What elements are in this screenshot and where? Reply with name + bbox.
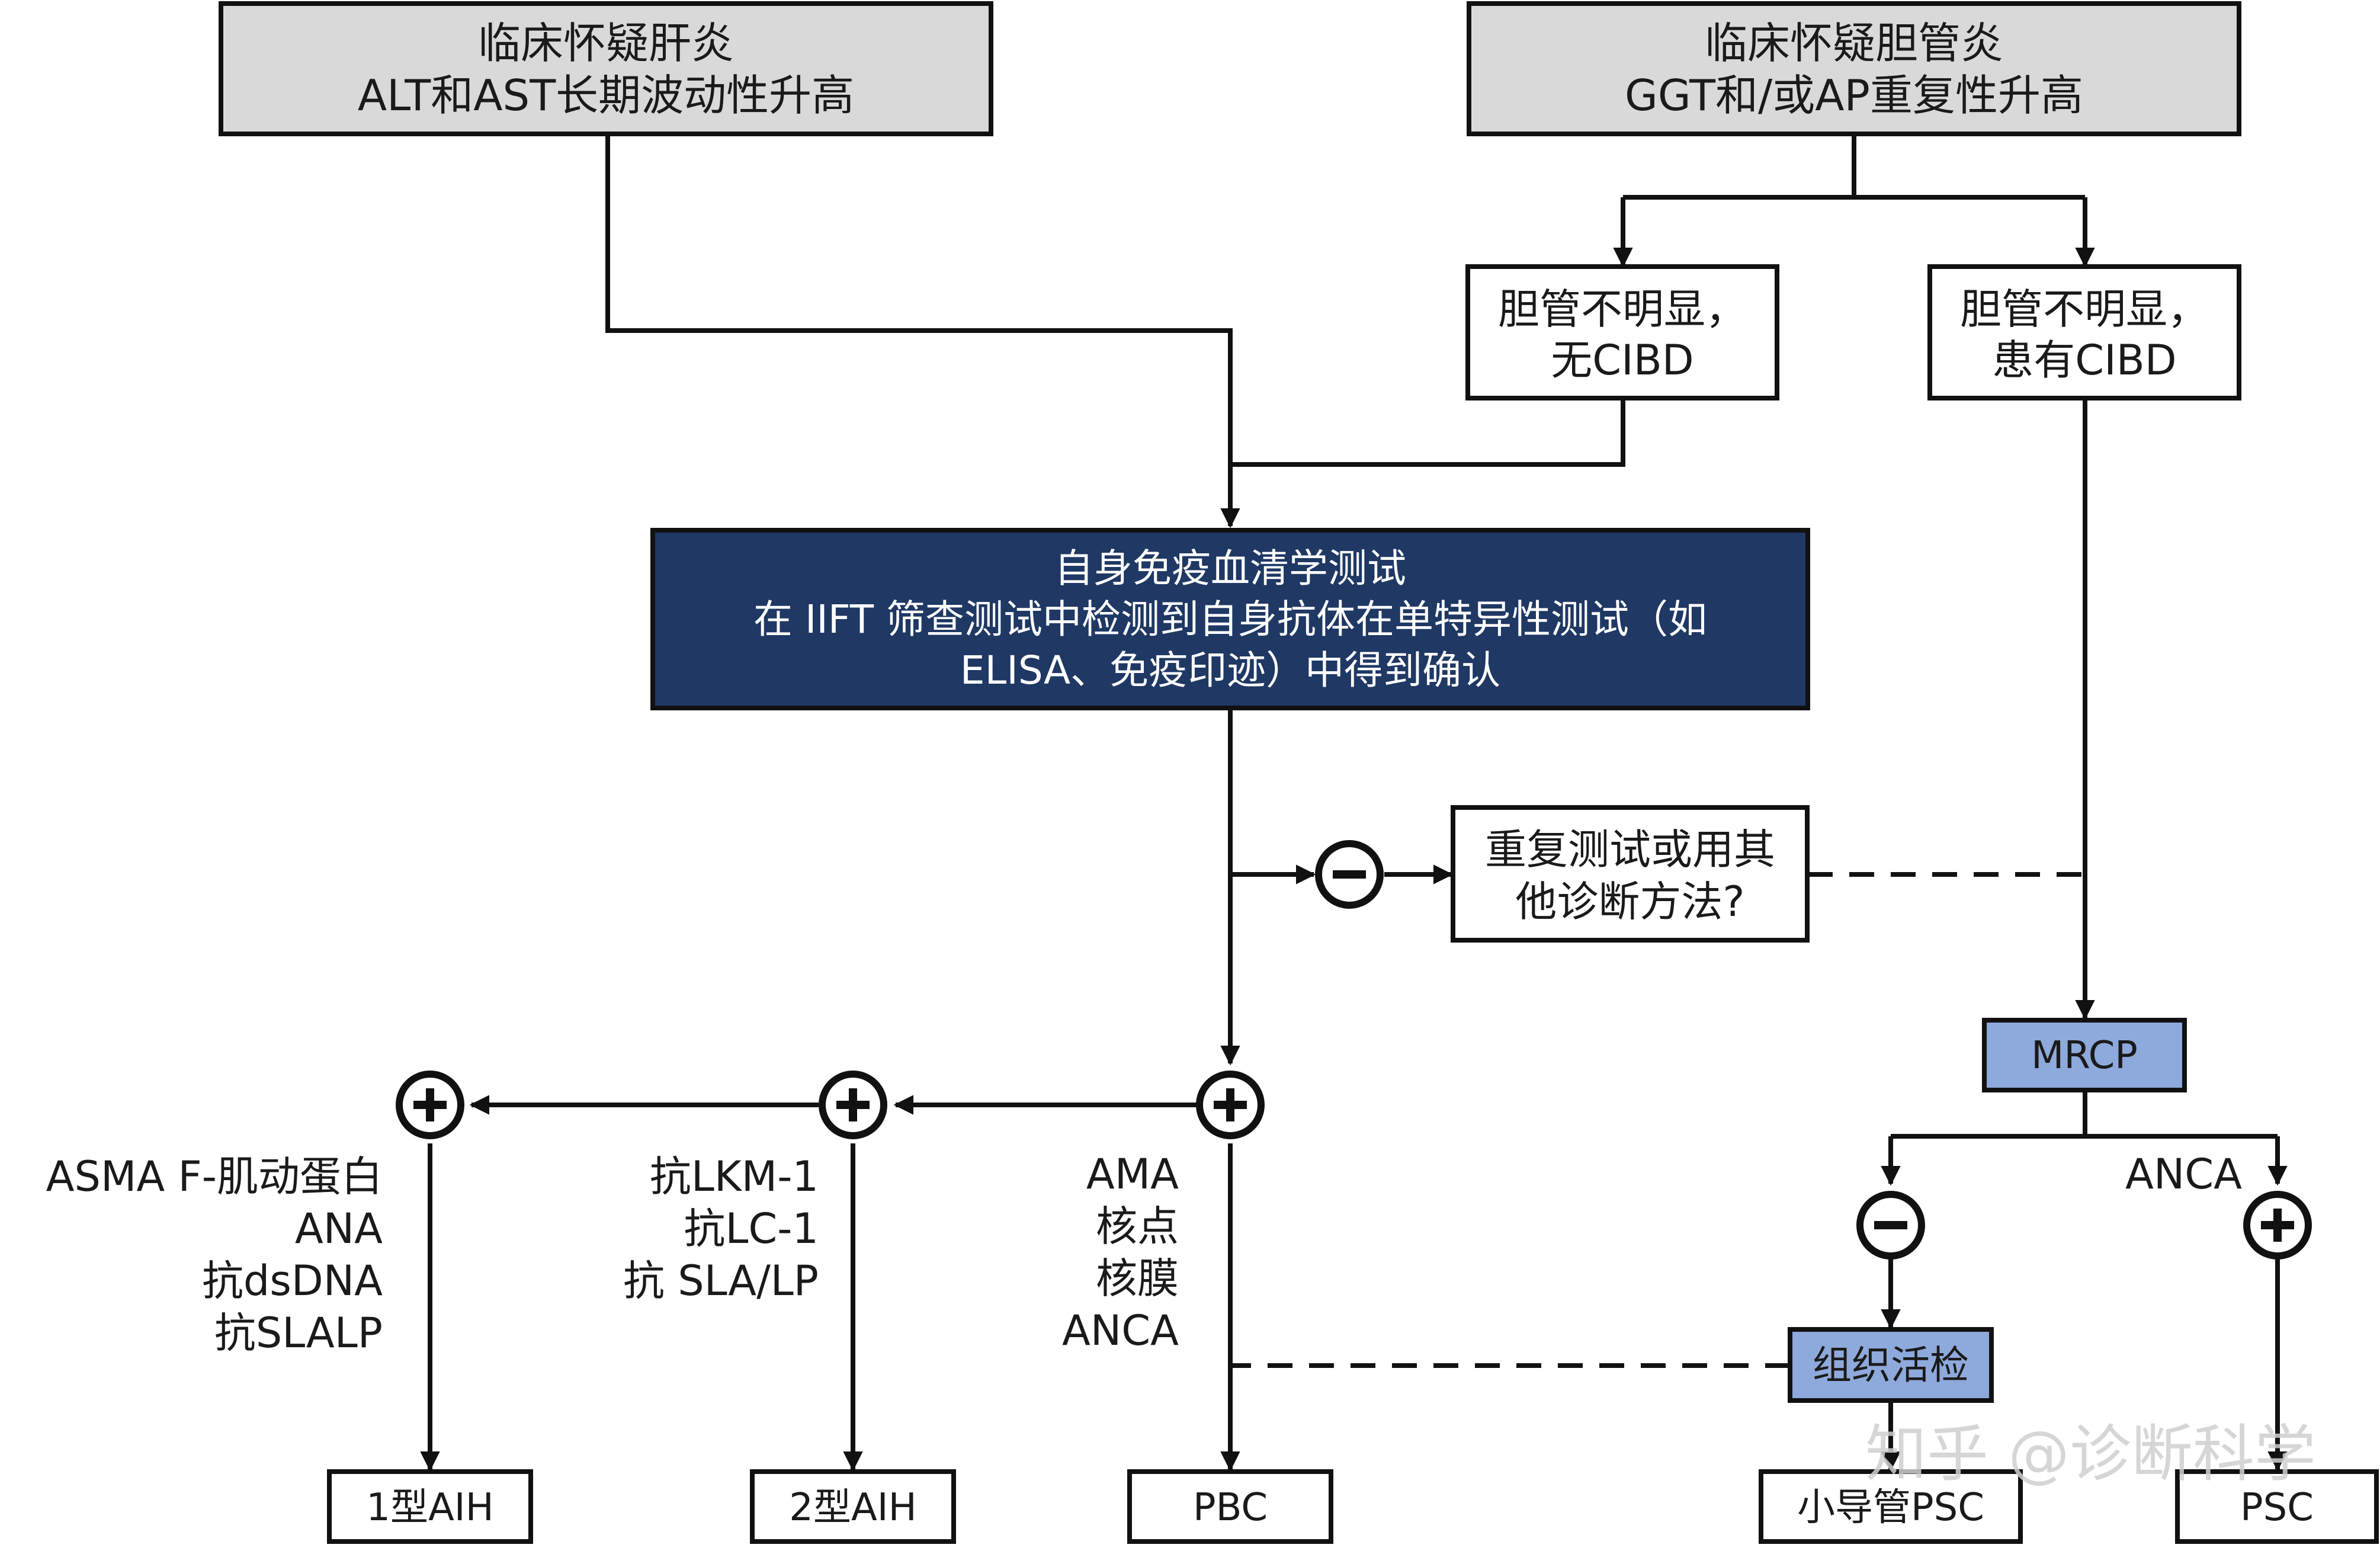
pbc-marker: ANCA [1062, 1306, 1179, 1355]
aih1-markers: ASMA F-肌动蛋白 ANA 抗dsDNA 抗SLALP [46, 1152, 383, 1357]
aih2-marker: 抗LKM-1 [650, 1152, 819, 1201]
watermark-text: 知乎 @诊断科学 [1865, 1418, 2316, 1490]
hepatitis-subtitle: ALT和AST长期波动性升高 [358, 70, 854, 120]
aih2-marker: 抗LC-1 [684, 1204, 819, 1253]
pbc-marker: 核膜 [1096, 1254, 1179, 1303]
psc-label: PSC [2240, 1486, 2314, 1530]
pbc-marker: 核点 [1096, 1202, 1179, 1251]
biopsy-box: 组织活检 [1788, 1327, 1994, 1403]
aih2-label: 2型AIH [789, 1486, 917, 1530]
serology-box: 自身免疫血清学测试 在 IIFT 筛查测试中检测到自身抗体在单特异性测试（如 E… [650, 528, 1810, 710]
pbc-marker: AMA [1086, 1150, 1179, 1198]
connector-no-cibd-serology [1230, 399, 1625, 467]
cholangitis-title: 临床怀疑胆管炎 [1705, 18, 2003, 68]
aih1-box: 1型AIH [327, 1469, 533, 1544]
pbc-markers: AMA 核点 核膜 ANCA [1062, 1150, 1179, 1355]
small-psc-box: 小导管PSC [1759, 1469, 2023, 1544]
aih1-marker: ASMA F-肌动蛋白 [46, 1152, 383, 1201]
plus-circle-icon [1196, 1071, 1265, 1139]
serology-line3: ELISA、免疫印迹）中得到确认 [960, 648, 1500, 693]
serology-title: 自身免疫血清学测试 [1054, 546, 1406, 591]
hepatitis-box: 临床怀疑肝炎 ALT和AST长期波动性升高 [219, 1, 993, 136]
no-cibd-box: 胆管不明显， 无CIBD [1465, 264, 1779, 400]
cholangitis-subtitle: GGT和/或AP重复性升高 [1625, 70, 2083, 120]
minus-circle-icon [1315, 840, 1384, 909]
biopsy-label: 组织活检 [1813, 1342, 1969, 1388]
plus-circle-icon [396, 1071, 464, 1139]
repeat-line2: 他诊断方法? [1515, 877, 1744, 926]
plus-circle-icon [819, 1071, 887, 1139]
small-psc-label: 小导管PSC [1797, 1486, 1984, 1530]
with-cibd-line2: 患有CIBD [1992, 336, 2176, 384]
psc-box: PSC [2175, 1469, 2379, 1544]
connectors [420, 135, 2288, 1472]
pbc-label: PBC [1193, 1486, 1268, 1530]
aih2-marker: 抗 SLA/LP [623, 1257, 819, 1305]
aih1-marker: 抗SLALP [214, 1309, 383, 1357]
cholangitis-box: 临床怀疑胆管炎 GGT和/或AP重复性升高 [1467, 1, 2241, 136]
minus-circle-icon [1856, 1191, 1925, 1260]
with-cibd-box: 胆管不明显， 患有CIBD [1927, 264, 2241, 400]
anca-label: ANCA [2125, 1150, 2242, 1198]
no-cibd-line2: 无CIBD [1551, 336, 1693, 384]
with-cibd-line1: 胆管不明显， [1960, 285, 2209, 334]
repeat-test-box: 重复测试或用其 他诊断方法? [1451, 805, 1810, 943]
aih2-box: 2型AIH [750, 1469, 956, 1544]
repeat-line1: 重复测试或用其 [1485, 825, 1775, 874]
plus-circle-icon [2243, 1191, 2312, 1260]
aih2-markers: 抗LKM-1 抗LC-1 抗 SLA/LP [623, 1152, 819, 1305]
pbc-box: PBC [1127, 1469, 1333, 1544]
no-cibd-line1: 胆管不明显， [1498, 285, 1747, 334]
aih1-marker: ANA [295, 1204, 383, 1253]
aih1-marker: 抗dsDNA [202, 1257, 383, 1305]
hepatitis-title: 临床怀疑肝炎 [478, 18, 734, 68]
mrcp-label: MRCP [2031, 1034, 2138, 1078]
serology-line2: 在 IIFT 筛查测试中检测到自身抗体在单特异性测试（如 [753, 597, 1707, 642]
aih1-label: 1型AIH [366, 1486, 494, 1530]
connector-hepatitis-serology [605, 135, 1240, 528]
mrcp-box: MRCP [1982, 1018, 2187, 1092]
